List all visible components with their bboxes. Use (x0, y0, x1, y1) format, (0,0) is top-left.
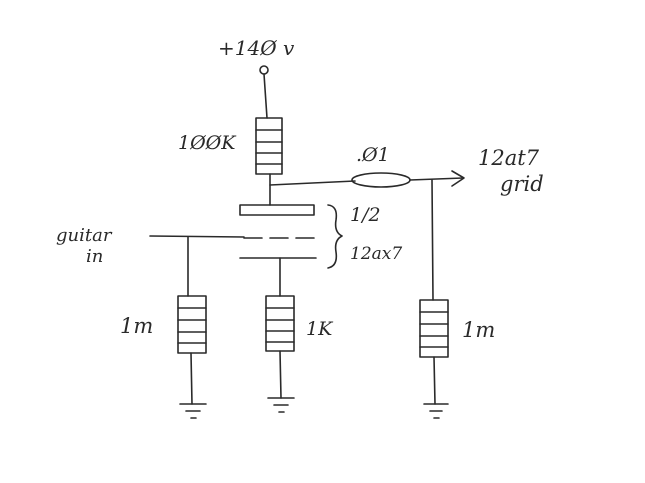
ground-symbol-3 (423, 403, 449, 419)
tube-fraction-label: 1/2 (350, 204, 381, 226)
coupling-wire-left (269, 180, 356, 186)
coupling-capacitor-label: .Ø1 (356, 144, 390, 166)
supply-wire (263, 73, 268, 119)
supply-terminal (259, 65, 269, 75)
output-resistor-wire (431, 179, 434, 301)
output-arrow (451, 170, 465, 187)
input-label-line1: guitar (56, 225, 112, 246)
cathode-ground-wire (279, 350, 282, 399)
coupling-wire-right (409, 177, 464, 181)
supply-voltage-label: +14Ø v (218, 36, 295, 60)
input-wire (149, 235, 245, 238)
cathode-resistor-label: 1K (306, 318, 333, 340)
tube-plate (239, 204, 315, 216)
output-resistor-label: 1m (462, 318, 496, 342)
grid-resistor-label: 1m (120, 314, 154, 338)
ground-symbol-2 (267, 397, 295, 413)
output-label-line1: 12at7 (478, 146, 540, 170)
output-label-line2: grid (500, 172, 544, 196)
plate-resistor-label: 1ØØK (178, 132, 236, 154)
plate-resistor (255, 117, 283, 175)
tube-brace (327, 204, 343, 269)
tube-type-label: 12ax7 (350, 244, 403, 264)
output-ground-wire (433, 356, 436, 405)
output-resistor (419, 299, 449, 358)
input-label-line2: in (86, 246, 104, 267)
cathode-resistor (265, 295, 295, 352)
coupling-capacitor (351, 172, 411, 188)
grid-ground-wire (190, 352, 193, 405)
grid-resistor (177, 295, 207, 354)
ground-symbol-1 (179, 403, 207, 419)
